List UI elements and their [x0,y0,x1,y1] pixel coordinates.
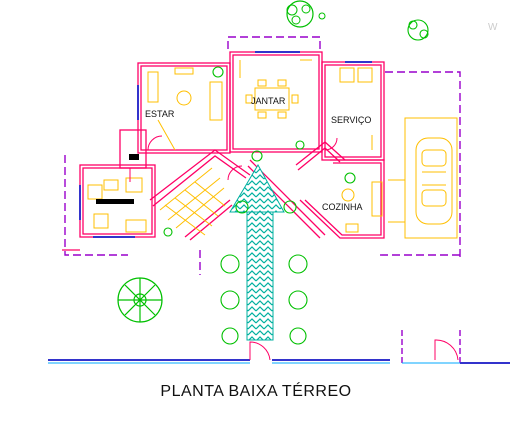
car-icon [415,137,453,225]
furniture-estar [147,67,223,151]
site-boundary [48,330,510,365]
dashed-boundaries [64,36,461,275]
room-label-servico: SERVIÇO [331,115,371,125]
plants [163,19,429,345]
staircase [159,167,226,236]
garden-path [229,163,285,341]
room-label-jantar: JANTAR [251,96,286,106]
doors [129,135,338,182]
wc-mark [129,154,139,160]
office-furniture [87,177,147,233]
corner-mark: W [488,22,498,33]
office-desk-mark [96,199,134,204]
dining-table [239,59,312,119]
room-label-estar: ESTAR [145,109,175,119]
walls [62,51,385,251]
tree-top [286,0,326,28]
windows [79,51,372,238]
tree-lawn [117,277,163,323]
service-fixtures [339,67,373,150]
garage [388,117,458,239]
kitchen-fixtures [341,181,383,233]
page-title: PLANTA BAIXA TÉRREO [160,381,351,400]
room-label-cozinha: COZINHA [322,202,363,212]
